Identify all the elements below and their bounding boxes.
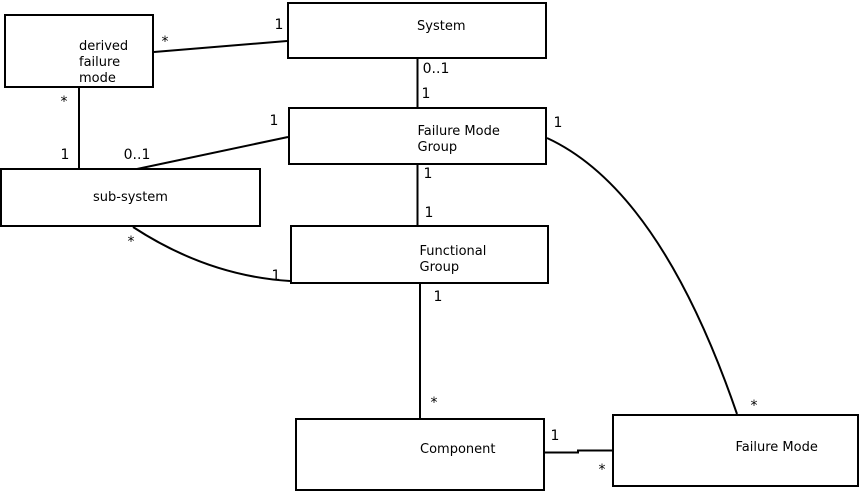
multiplicity-functional-group-left-end: 1: [271, 268, 281, 284]
edge-sub-system-functional-group: [132, 226, 291, 282]
node-system: System: [287, 2, 547, 59]
multiplicity-sub-system-bottom-end: *: [127, 234, 135, 250]
multiplicity-failure-mode-group-left-end: 1: [269, 113, 279, 129]
node-derived-failure-mode: derived failure mode: [4, 14, 154, 88]
multiplicity-component-right-end: 1: [550, 428, 560, 444]
node-label: System: [417, 19, 466, 34]
edge-failure-mode-group-sub-system: [136, 136, 289, 170]
node-label: sub-system: [93, 190, 168, 205]
node-sub-system: sub-system: [0, 168, 261, 227]
edge-failure-mode-group-failure-mode: [546, 137, 738, 415]
multiplicity-derived-failure-mode-bottom-end: *: [60, 94, 68, 110]
node-label: Functional Group: [419, 244, 487, 275]
multiplicity-component-top-end: *: [430, 395, 438, 411]
node-failure-mode-group: Failure Mode Group: [288, 107, 547, 165]
multiplicity-failure-mode-group-bottom-end: 1: [423, 166, 433, 182]
multiplicity-derived-failure-mode-end: *: [161, 34, 169, 50]
multiplicity-failure-mode-group-top-end: 1: [421, 86, 431, 102]
multiplicity-functional-group-top-end: 1: [424, 205, 434, 221]
multiplicity-system-end: 1: [274, 17, 284, 33]
node-label: Component: [420, 442, 496, 457]
node-label: derived failure mode: [79, 39, 129, 86]
multiplicity-functional-group-bottom-end: 1: [433, 289, 443, 305]
multiplicity-failure-mode-left-end: *: [598, 462, 606, 478]
multiplicity-system-bottom-end: 0..1: [422, 61, 450, 77]
edge-system-derived-failure-mode: [153, 40, 288, 53]
edge-component-failure-mode: [545, 449, 612, 454]
multiplicity-sub-system-top-end: 1: [60, 147, 70, 163]
multiplicity-sub-system-diagonal-end: 0..1: [123, 147, 151, 163]
node-label: Failure Mode Group: [417, 124, 500, 155]
node-label: Failure Mode: [735, 440, 818, 455]
node-functional-group: Functional Group: [290, 225, 549, 284]
multiplicity-failure-mode-top-end: *: [750, 398, 758, 414]
multiplicity-failure-mode-group-right-end: 1: [553, 115, 563, 131]
node-failure-mode: Failure Mode: [612, 414, 859, 487]
node-component: Component: [295, 418, 545, 491]
